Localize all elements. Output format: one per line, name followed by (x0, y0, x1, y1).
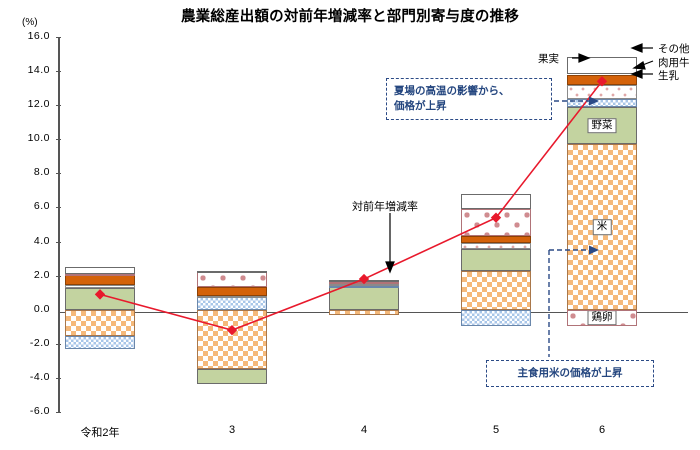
chart-title: 農業総産出額の対前年増減率と部門別寄与度の推移 (180, 9, 520, 25)
callout-rice-price: 主食用米の価格が上昇 (486, 360, 654, 388)
bar-segment-rice: 米 (567, 144, 637, 310)
bar-segment-vegetable (461, 249, 531, 271)
y-tick-label: 10.0 (27, 132, 50, 145)
bar-segment-milk (567, 84, 637, 100)
bar-segment-label-egg: 鶏卵 (587, 310, 617, 325)
series-label-milk: 生乳 (658, 70, 679, 82)
bar-segment-other (329, 279, 399, 282)
series-label-beef: 肉用牛 (658, 57, 690, 69)
y-tick-label: 8.0 (33, 166, 50, 179)
y-tick-mark (56, 105, 61, 107)
y-tick-mark (56, 71, 61, 73)
bar-segment-other (461, 193, 531, 210)
bar-segment-vegetable (65, 287, 135, 310)
y-tick-label: 4.0 (33, 234, 50, 247)
y-tick-label: 14.0 (27, 64, 50, 77)
bar-segment-egg (329, 281, 399, 284)
y-tick-mark (56, 173, 61, 175)
bar-segment-vegetable (197, 368, 267, 384)
y-tick-label: 12.0 (27, 98, 50, 111)
y-axis-unit: (%) (22, 17, 38, 28)
callout-summer-price: 夏場の高温の影響から、 価格が上昇 (386, 78, 552, 121)
bar-segment-beef (461, 235, 531, 244)
bar-segment-rice (197, 309, 267, 369)
y-tick-mark (56, 275, 61, 277)
bar-segment-fruit (197, 296, 267, 310)
y-tick-mark (56, 37, 61, 38)
y-axis-line (58, 37, 60, 412)
bar-segment-label-rice: 米 (592, 219, 612, 235)
bar-segment-egg (65, 274, 135, 277)
bar-segment-beef (65, 275, 135, 285)
bar-segment-rice (65, 309, 135, 337)
bar-segment-rice (329, 309, 399, 315)
bar-segment-fruit (329, 285, 399, 288)
series-label-fruit: 果実 (538, 53, 559, 65)
y-tick-label: 16.0 (27, 30, 50, 42)
bar-segment-milk (65, 284, 135, 288)
bar-segment-other (65, 266, 135, 275)
y-tick-label: 6.0 (33, 200, 50, 213)
y-tick-label: -4.0 (29, 370, 50, 383)
y-tick-label: 2.0 (33, 268, 50, 281)
bar-segment-fruit (65, 336, 135, 349)
bar-segment-vegetable (329, 286, 399, 310)
y-tick-mark (56, 207, 61, 209)
bar-segment-egg (461, 209, 531, 236)
bar-segment-other (567, 56, 637, 75)
y-tick-mark (56, 377, 61, 379)
x-tick-label: 5 (492, 424, 500, 436)
bar-segment-beef (567, 74, 637, 85)
series-label-other: その他 (658, 43, 690, 55)
y-tick-mark (56, 241, 61, 243)
bar-segment-milk (461, 243, 531, 250)
annotation-rate-label: 対前年増減率 (352, 200, 418, 213)
y-tick-mark (56, 343, 61, 345)
bar-segment-milk (329, 284, 399, 287)
y-tick-label: -2.0 (29, 336, 50, 349)
bar-segment-vegetable: 野菜 (567, 106, 637, 145)
y-tick-mark (56, 412, 61, 413)
bar-segment-fruit (461, 309, 531, 326)
x-tick-label: 4 (360, 424, 368, 436)
bar-segment-other (197, 270, 267, 273)
bar-segment-egg: 鶏卵 (567, 309, 637, 326)
x-tick-label: 6 (598, 424, 606, 436)
bar-segment-rice (461, 270, 531, 310)
bar-segment-fruit (567, 99, 637, 107)
bar-segment-milk (197, 296, 267, 299)
bar-segment-label-vegetable: 野菜 (587, 117, 617, 134)
y-tick-label: 0.0 (33, 302, 50, 315)
y-tick-label: -6.0 (29, 405, 50, 417)
y-tick-mark (56, 139, 61, 141)
bar-segment-egg (197, 272, 267, 287)
x-tick-label: 令和2年 (80, 427, 120, 439)
x-tick-label: 3 (228, 424, 236, 436)
bar-segment-beef (197, 286, 267, 297)
